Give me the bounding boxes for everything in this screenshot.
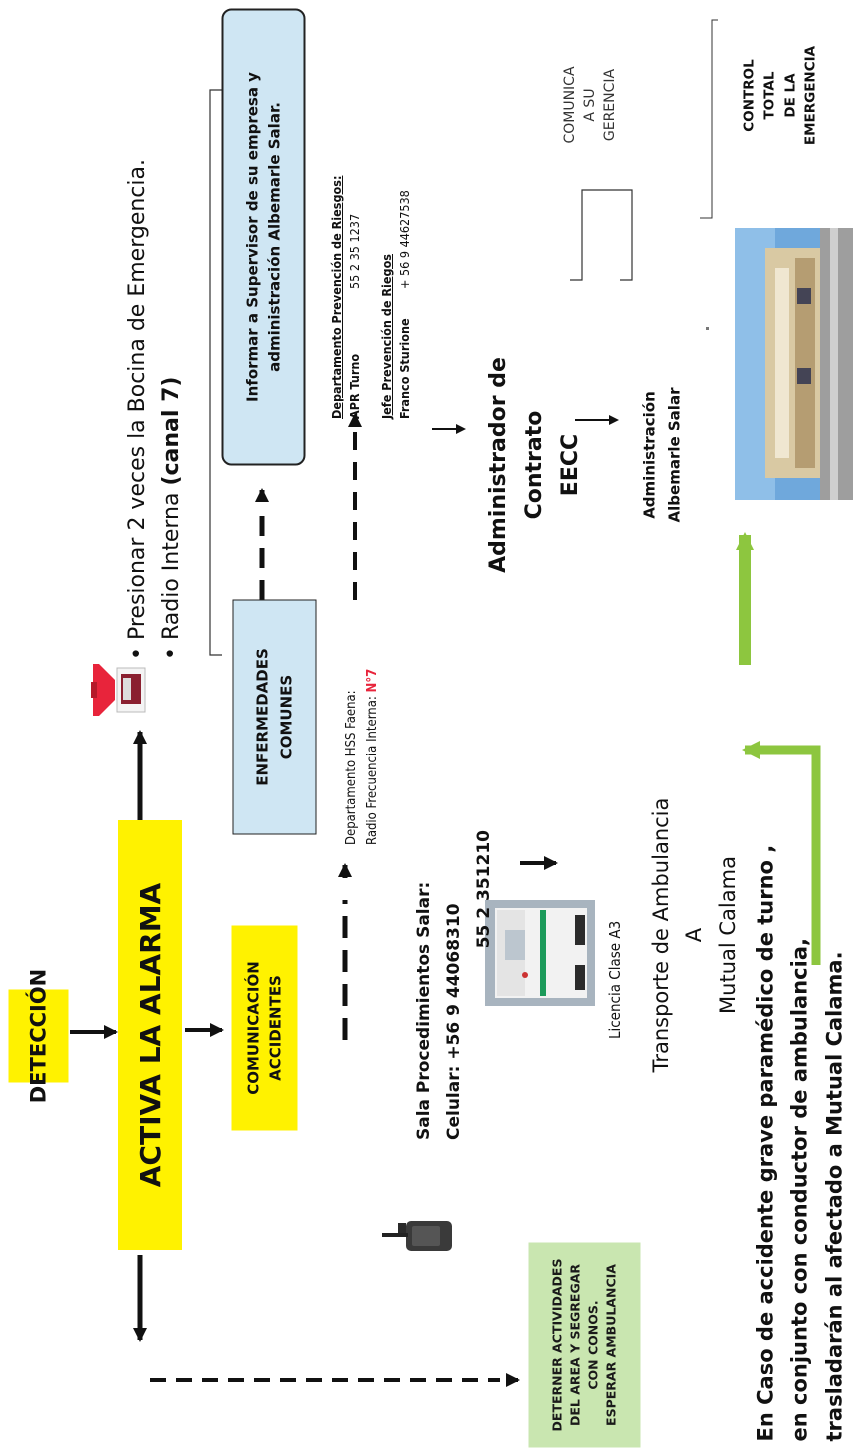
control-total-emergencia: CONTROL TOTAL DE LA EMERGENCIA <box>741 45 819 146</box>
footer-line3: trasladarán al afectado a Mutual Calama. <box>822 951 847 1442</box>
ambulance-transport-text: Transporte de Ambulancia A Mutual Calama <box>630 760 760 1110</box>
riesgos-block: Departamento Prevención de Riesgos: APR … <box>311 109 431 419</box>
box-detener-actividades: DETERNER ACTIVIDADES DEL AREA Y SEGREGAR… <box>528 1242 641 1448</box>
detener-line4: ESPERAR AMBULANCIA <box>603 1264 619 1426</box>
radio-icon <box>378 1205 458 1265</box>
activa-alarma-label: ACTIVA LA ALARMA <box>133 882 167 1188</box>
riesgos-apr-row: APR Turno55 2 35 1237 <box>346 213 362 419</box>
box-informar-supervisor: Informar a Supervisor de su empresa y ad… <box>221 8 306 466</box>
brace-control <box>700 19 718 219</box>
detener-line3: CON CONOS. <box>585 1300 601 1390</box>
box-activa-alarma: ACTIVA LA ALARMA <box>118 820 182 1250</box>
administracion-albemarle: Administración Albemarle Salar <box>640 387 684 523</box>
box-enfermedades-comunes: ENFERMEDADES COMUNES <box>232 599 317 835</box>
alarm-line2: • Radio Interna (canal 7) <box>159 376 184 660</box>
deteccion-label: DETECCIÓN <box>26 968 51 1104</box>
transporte-destino: Mutual Calama <box>715 856 740 1014</box>
footer-note: En Caso de accidente grave paramédico de… <box>743 762 858 1442</box>
alarm-line1: • Presionar 2 veces la Bocina de Emergen… <box>124 159 150 660</box>
detener-line2: DEL AREA Y SEGREGAR <box>567 1263 583 1427</box>
sala-procedimientos: Sala Procedimientos Salar: Celular: +56 … <box>395 820 515 1140</box>
transporte-line: Transporte de Ambulancia <box>648 797 673 1073</box>
riesgos-jefe-row: Franco Sturione+ 56 9 44627538 <box>397 190 413 419</box>
box-comunicacion-accidentes: COMUNICACIÓN ACCIDENTES <box>231 925 298 1131</box>
enfermedades-line1: ENFERMEDADES <box>253 648 272 786</box>
alarm-instructions: • Presionar 2 veces la Bocina de Emergen… <box>100 100 210 660</box>
green-arrow-mutual <box>742 741 821 965</box>
transporte-a: A <box>682 927 707 943</box>
comunicacion-line2: ACCIDENTES <box>266 975 285 1081</box>
footer-line1: En Caso de accidente grave paramédico de… <box>753 844 778 1442</box>
building-photo <box>735 228 853 500</box>
licencia-label: Licencia Clase A3 <box>606 920 624 1039</box>
administrador-contrato: Administrador de Contrato EECC <box>486 300 584 630</box>
riesgos-jefe-title: Jefe Prevención de Riegos <box>379 254 394 419</box>
comunica-gerencia: COMUNICA A SU GERENCIA <box>561 66 619 144</box>
detener-line1: DETERNER ACTIVIDADES <box>549 1258 565 1432</box>
riesgos-dept-title: Departamento Prevención de Riesgos: <box>328 175 344 419</box>
enfermedades-line2: COMUNES <box>277 674 296 760</box>
informar-line1: Informar a Supervisor de su empresa y <box>243 72 261 402</box>
sala-fijo: 55 2 351210 <box>473 830 494 949</box>
ambulance-photo <box>485 900 595 1006</box>
hss-line2: Radio Frecuencia Interna: N°7 <box>364 668 380 845</box>
box-deteccion: DETECCIÓN <box>8 969 69 1103</box>
brace-alarm <box>209 89 222 656</box>
horn-icon <box>85 660 175 720</box>
hss-line1: Departamento HSS Faena: <box>343 690 359 845</box>
administrador-line: Administrador de Contrato <box>485 357 547 573</box>
sala-title: Sala Procedimientos Salar: <box>414 881 435 1140</box>
brace-comunica <box>570 189 633 281</box>
sala-celular: Celular: +56 9 44068310 <box>444 903 465 1140</box>
hss-block: Departamento HSS Faena: Radio Frecuencia… <box>335 580 390 845</box>
dot-mark <box>706 327 709 330</box>
comunicacion-line1: COMUNICACIÓN <box>244 961 262 1095</box>
informar-line2: administración Albemarle Salar. <box>265 102 284 372</box>
eecc-line: EECC <box>558 433 584 497</box>
footer-line2: en conjunto con conductor de ambulancia, <box>787 938 812 1442</box>
